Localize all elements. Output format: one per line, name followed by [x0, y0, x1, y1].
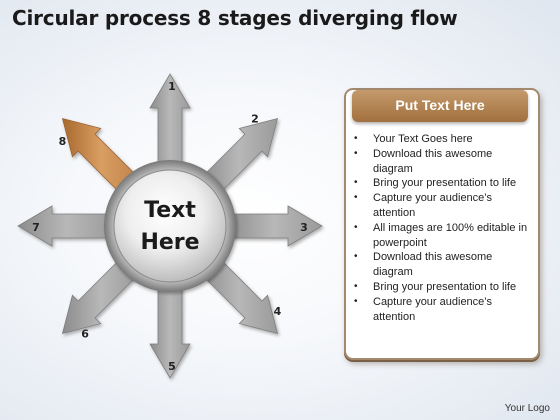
- bullet-icon: •: [354, 133, 358, 144]
- bullet-text: Bring your presentation to life: [373, 280, 517, 293]
- stage-number-4: 4: [274, 305, 282, 318]
- bullet-icon: •: [354, 251, 358, 263]
- bullet-item: • Bring your presentation to life: [354, 280, 532, 295]
- center-text-line1: Text: [144, 198, 196, 223]
- stage-number-1: 1: [168, 80, 176, 93]
- bullet-icon: •: [354, 295, 358, 307]
- bullet-text: Your Text Goes here: [373, 133, 473, 145]
- stage-arrow-6: [61, 255, 141, 335]
- bullet-item: • Capture your audience’s attention: [354, 191, 532, 221]
- bullet-item: • Bring your presentation to life: [354, 176, 532, 191]
- stage-number-3: 3: [300, 221, 308, 234]
- bullet-icon: •: [354, 177, 358, 189]
- bullet-list: • Your Text Goes here • Download this aweso…: [354, 132, 532, 324]
- bullet-text: Capture your audience’s attention: [373, 192, 493, 219]
- stage-arrow-5: [149, 280, 191, 379]
- stage-number-7: 7: [32, 221, 40, 234]
- bullet-text: Download this awesome diagram: [373, 147, 493, 175]
- stage-number-5: 5: [168, 360, 176, 373]
- stage-arrow-1: [149, 73, 191, 172]
- bullet-text: Capture your audience’s attention: [373, 295, 493, 323]
- text-panel: Put Text Here • Your Text Goes here • Downl…: [344, 88, 540, 360]
- stage-arrow-2: [199, 117, 279, 197]
- bullet-item: • Download this awesome diagram: [354, 250, 532, 280]
- bullet-text: All images are 100% editable in powerpoi…: [373, 221, 528, 249]
- stage-arrow-3: [224, 205, 323, 247]
- stage-number-8: 8: [59, 135, 67, 148]
- bullet-text: Bring your presentation to life: [373, 177, 517, 190]
- bullet-item: • Your Text Goes here: [354, 132, 532, 147]
- page-title: Circular process 8 stages diverging flow: [12, 6, 458, 30]
- panel-header: Put Text Here: [352, 90, 528, 122]
- bullet-icon: •: [354, 221, 358, 233]
- logo-text: Your Logo: [504, 403, 550, 414]
- center-hub: [104, 160, 236, 292]
- bullet-icon: •: [354, 147, 358, 159]
- center-disc: [113, 169, 227, 283]
- center-text: Text Here: [112, 195, 228, 259]
- bullet-icon: •: [354, 192, 358, 204]
- stage-arrow-7: [17, 205, 116, 247]
- bullet-item: • Capture your audience’s attention: [354, 295, 532, 325]
- stage-number-2: 2: [251, 113, 259, 126]
- stage-number-6: 6: [81, 328, 89, 341]
- stage-arrow-8: [61, 117, 141, 197]
- bullet-text: Download this awesome diagram: [373, 251, 493, 279]
- center-text-line2: Here: [140, 230, 200, 255]
- bullet-item: • Download this awesome diagram: [354, 147, 532, 177]
- stage-arrow-4: [199, 255, 279, 335]
- bullet-icon: •: [354, 280, 358, 292]
- bullet-item: • All images are 100% editable in powerpo…: [354, 221, 532, 251]
